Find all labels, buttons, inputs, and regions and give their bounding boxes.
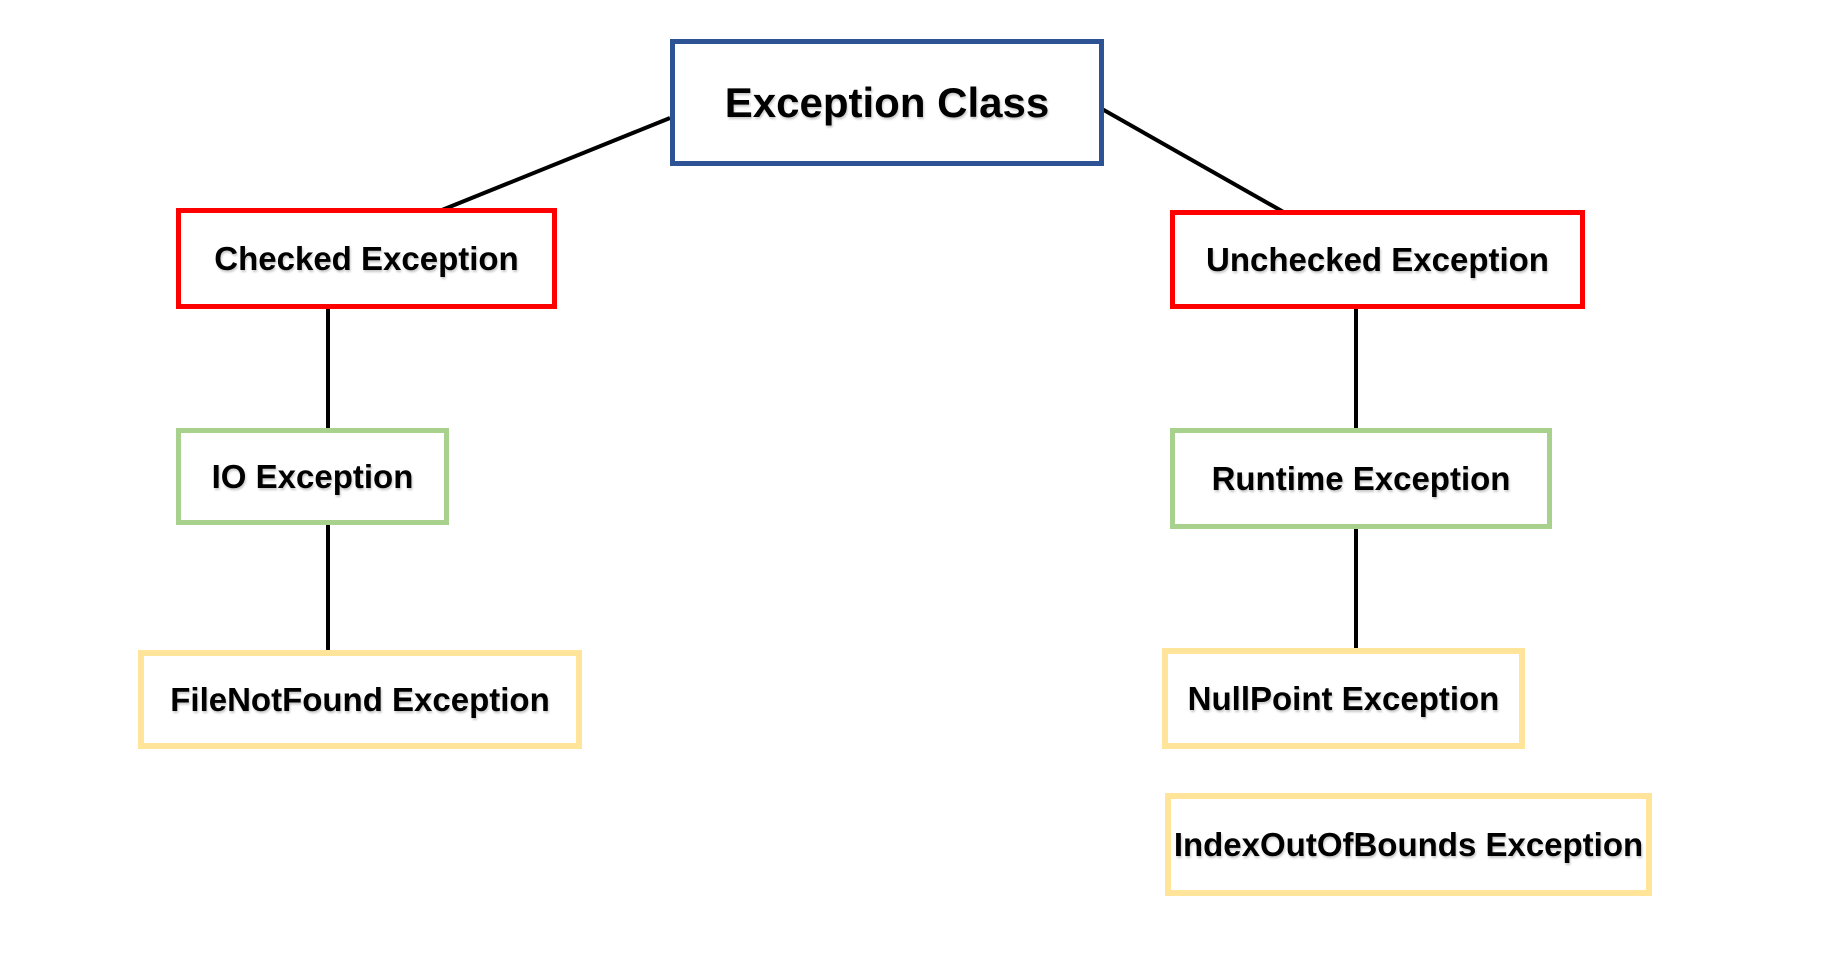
node-unchecked-exception: Unchecked Exception: [1170, 210, 1585, 309]
node-exception-class: Exception Class: [670, 39, 1104, 166]
node-nullpoint-exception: NullPoint Exception: [1162, 648, 1525, 749]
connector-exceptionclass-unchecked: [1101, 107, 1288, 216]
node-runtime-exception: Runtime Exception: [1170, 428, 1552, 529]
node-io-exception: IO Exception: [176, 428, 449, 525]
node-indexoutofbounds-exception: IndexOutOfBounds Exception: [1165, 793, 1652, 896]
node-filenotfound-exception: FileNotFound Exception: [138, 650, 582, 749]
connector-exceptionclass-checked: [436, 116, 671, 214]
node-checked-exception: Checked Exception: [176, 208, 557, 309]
